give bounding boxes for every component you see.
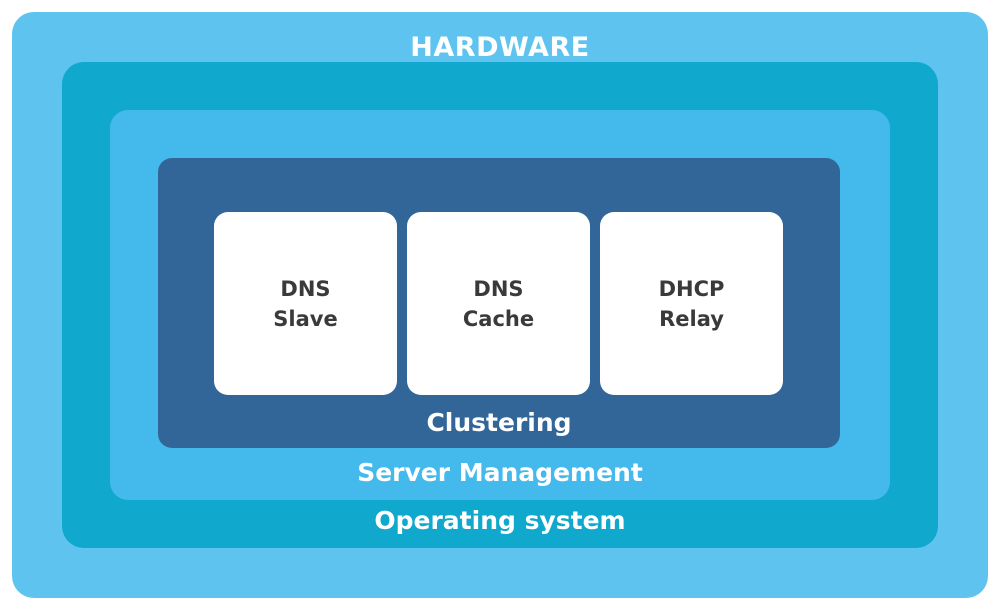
clustering-layer: Clustering DNS Slave DNS Cache DHCP Rela… [158,158,840,448]
operating-system-label: Operating system [374,506,626,535]
hardware-label: HARDWARE [410,32,590,63]
service-card-title: DHCP [658,276,725,301]
service-card-dns-slave: DNS Slave [214,212,397,395]
operating-system-layer: Operating system Server Management Clust… [62,62,938,548]
server-management-layer: Server Management Clustering DNS Slave D… [110,110,890,500]
service-card-dns-cache: DNS Cache [407,212,590,395]
service-card-subtitle: Cache [462,306,535,331]
service-card-title: DNS [280,276,331,301]
hardware-layer: HARDWARE Operating system Server Managem… [12,12,988,598]
service-card-title: DNS [473,276,524,301]
server-management-label: Server Management [357,458,643,487]
service-card-subtitle: Relay [659,306,724,331]
service-card-dhcp-relay: DHCP Relay [600,212,783,395]
clustering-label: Clustering [426,408,572,437]
service-card-subtitle: Slave [273,306,338,331]
